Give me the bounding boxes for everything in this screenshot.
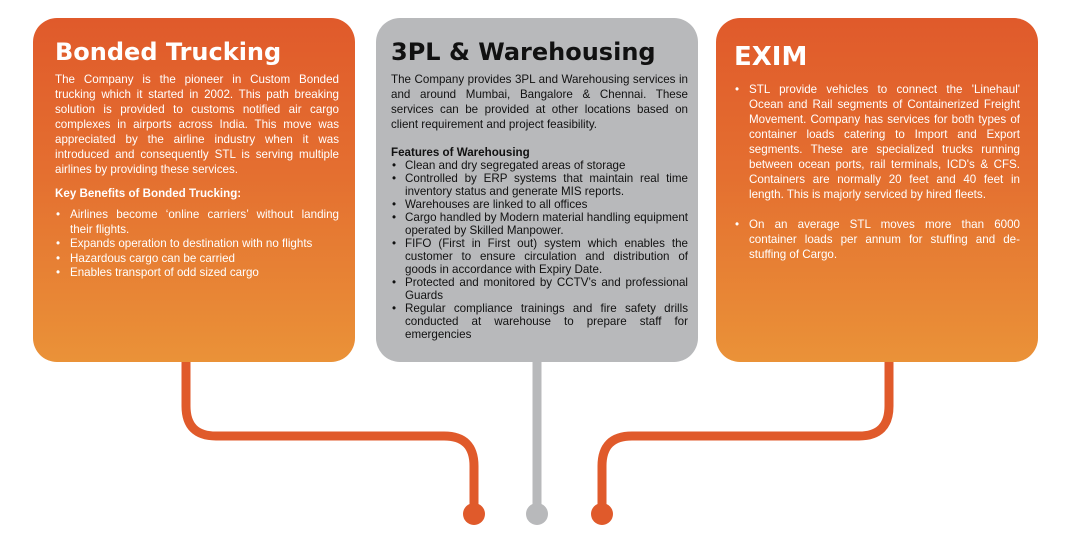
exim-list: STL provide vehicles to connect the 'Lin… (734, 82, 1020, 262)
list-item: Controlled by ERP systems that maintain … (391, 172, 688, 198)
list-item: STL provide vehicles to connect the 'Lin… (734, 82, 1020, 202)
list-item: FIFO (First in First out) system which e… (391, 237, 688, 276)
list-item: Enables transport of odd sized cargo (55, 266, 339, 281)
warehousing-card: 3PL & Warehousing The Company provides 3… (376, 18, 698, 362)
bonded-benefits-list: Airlines become ‘online carriers’ withou… (55, 208, 339, 281)
node-dot-bonded (463, 503, 485, 525)
bonded-title: Bonded Trucking (55, 38, 282, 66)
node-dot-exim (591, 503, 613, 525)
warehousing-subheading: Features of Warehousing (391, 146, 530, 159)
exim-card: EXIM STL provide vehicles to connect the… (716, 18, 1038, 362)
list-item: Protected and monitored by CCTV’s and pr… (391, 276, 688, 302)
warehousing-paragraph: The Company provides 3PL and Warehousing… (391, 73, 688, 131)
list-item: Hazardous cargo can be carried (55, 252, 339, 267)
bonded-trucking-card: Bonded Trucking The Company is the pione… (33, 18, 355, 362)
node-dot-3pl (526, 503, 548, 525)
bonded-subheading: Key Benefits of Bonded Trucking: (55, 187, 242, 200)
bonded-paragraph: The Company is the pioneer in Custom Bon… (55, 73, 339, 176)
list-item: Warehouses are linked to all offices (391, 198, 688, 211)
warehousing-features-list: Clean and dry segregated areas of storag… (391, 159, 688, 341)
list-item: Cargo handled by Modern material handlin… (391, 211, 688, 237)
connector-exim (597, 362, 894, 512)
warehousing-title: 3PL & Warehousing (391, 38, 656, 66)
list-item: On an average STL moves more than 6000 c… (734, 217, 1020, 262)
exim-title: EXIM (734, 42, 808, 72)
list-item: Airlines become ‘online carriers’ withou… (55, 208, 339, 237)
list-item: Clean and dry segregated areas of storag… (391, 159, 688, 172)
list-item: Regular compliance trainings and fire sa… (391, 302, 688, 341)
list-item: Expands operation to destination with no… (55, 237, 339, 252)
connector-bonded (181, 362, 479, 512)
